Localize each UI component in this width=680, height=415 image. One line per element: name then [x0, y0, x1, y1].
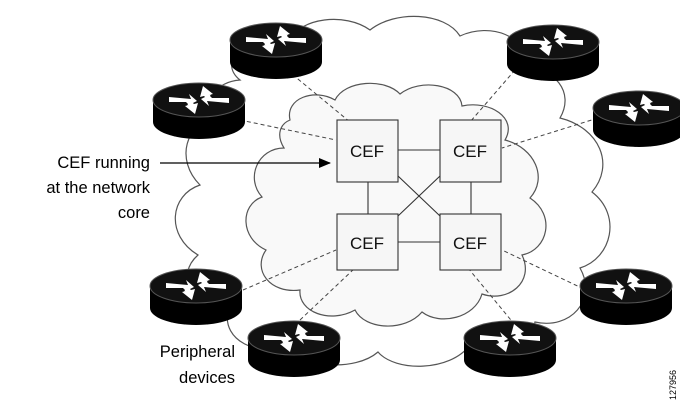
router-icon — [152, 82, 246, 139]
peripheral-line-2: devices — [179, 369, 235, 387]
router-icon — [592, 90, 680, 147]
cef-node-label: CEF — [350, 142, 384, 161]
link-bl-left — [242, 249, 337, 291]
link-bl-bottom — [299, 267, 356, 321]
cef-node-3: CEF — [336, 213, 399, 271]
router-icon — [506, 24, 600, 81]
cef-node-label: CEF — [453, 234, 487, 253]
router-icon — [229, 22, 323, 79]
cef-node-4: CEF — [439, 213, 502, 271]
router-icon — [463, 320, 557, 377]
callout-line-1: CEF running — [57, 154, 150, 172]
callout-line-2: at the network — [46, 179, 150, 197]
callout-line-3: core — [118, 204, 150, 222]
router-icon — [579, 268, 673, 325]
link-br-bottom — [467, 267, 516, 326]
router-icon — [149, 268, 243, 325]
cef-node-2: CEF — [439, 119, 502, 183]
peripheral-links — [239, 69, 599, 326]
link-br-right — [501, 249, 591, 293]
cef-node-label: CEF — [453, 142, 487, 161]
core-links — [367, 149, 472, 243]
link-tr-right — [501, 117, 599, 149]
core-callout: CEF running at the network core — [46, 154, 331, 222]
cef-node-1: CEF — [336, 119, 399, 183]
cef-node-label: CEF — [350, 234, 384, 253]
peripheral-callout: Peripheral devices — [160, 343, 235, 387]
link-tl-left — [239, 119, 337, 141]
figure-id: 127956 — [668, 370, 678, 400]
link-tr-top — [469, 69, 516, 123]
router-icon — [247, 320, 341, 377]
peripheral-line-1: Peripheral — [160, 343, 235, 361]
